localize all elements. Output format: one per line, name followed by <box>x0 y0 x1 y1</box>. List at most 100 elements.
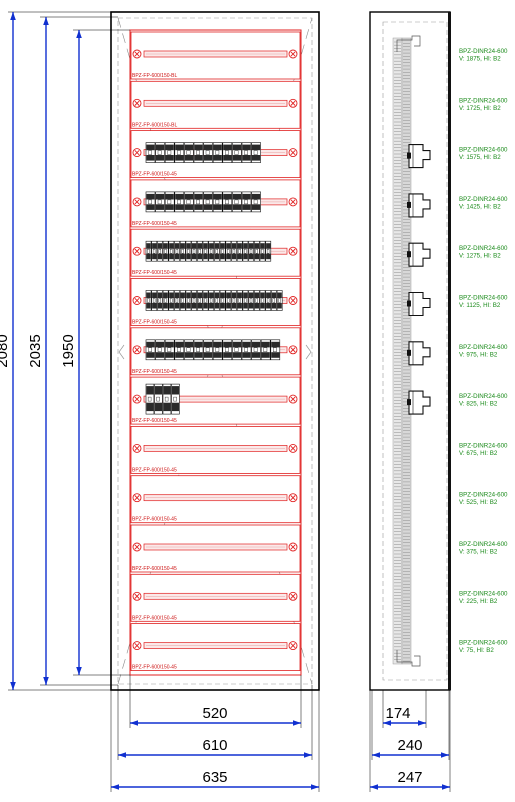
dimension-lines: 2080 2035 1950 520 610 635 174 240 247 <box>0 11 451 792</box>
breaker-module <box>241 191 252 213</box>
breaker-module <box>197 240 203 262</box>
front-panel: BPZ-FP-600/150-BL <box>130 80 301 129</box>
breaker-module <box>157 290 163 311</box>
breaker-module <box>271 290 277 311</box>
breaker-module <box>162 240 169 262</box>
breaker-module <box>184 142 194 163</box>
panel-label: BPZ-FP-600/150-45 <box>132 270 177 276</box>
breaker-module <box>208 290 215 311</box>
screw-icon <box>288 542 298 552</box>
breaker-module <box>232 191 242 213</box>
breaker-module <box>185 290 192 311</box>
breaker-module <box>151 240 158 262</box>
panel-label: BPZ-FP-600/150-BL <box>132 122 178 128</box>
breaker-module <box>168 290 175 311</box>
front-panel: BPZ-FP-600/150-45 <box>130 327 301 376</box>
panel-label: BPZ-FP-600/150-45 <box>132 665 177 671</box>
breaker-module <box>162 383 172 415</box>
door-swing-diagonal <box>117 17 313 685</box>
screw-icon <box>288 148 298 158</box>
front-panel: BPZ-FP-600/150-45 <box>130 130 301 179</box>
breaker-module <box>184 191 194 213</box>
screw-icon <box>132 246 142 256</box>
screw-icon <box>132 296 142 305</box>
hinge-mark-left <box>118 344 125 360</box>
breaker-module <box>155 142 165 163</box>
screw-icon <box>132 49 142 59</box>
panel-label: BPZ-FP-600/150-BL <box>132 73 178 79</box>
front-panel: BPZ-FP-600/150-45 <box>130 573 301 622</box>
breaker-module <box>154 383 163 415</box>
breaker-module <box>212 142 223 163</box>
screw-icon <box>132 493 142 503</box>
breaker-module <box>179 240 186 262</box>
breaker-module <box>145 339 156 361</box>
front-view: BPZ-FP-600/150-BL BPZ-FP-600/150-BL BPZ-FP… <box>110 11 320 691</box>
breaker-module <box>174 191 185 213</box>
rail-name-label: BPZ-DINR24-600 <box>459 48 508 55</box>
panel-label: BPZ-FP-600/150-45 <box>132 566 177 572</box>
breaker-module <box>145 240 152 262</box>
rail-position-label: V: 225, HI: B2 <box>459 598 498 605</box>
breaker-module <box>265 290 272 311</box>
mounting-area <box>129 29 302 676</box>
dim-text-2080: 2080 <box>0 334 11 367</box>
breaker-module <box>254 240 260 262</box>
breaker-module <box>212 191 223 213</box>
breaker-module <box>193 339 204 361</box>
breaker-module <box>259 290 266 311</box>
breaker-module <box>242 240 249 262</box>
panel-label: BPZ-FP-600/150-45 <box>132 221 177 227</box>
rail-name-label: BPZ-DINR24-600 <box>459 245 508 252</box>
rail-name-label: BPZ-DINR24-600 <box>459 196 508 203</box>
door-swing-diagonal-2 <box>117 17 313 685</box>
rail-name-label: BPZ-DINR24-600 <box>459 442 508 449</box>
breaker-module <box>248 240 255 262</box>
screw-icon <box>288 49 298 59</box>
rail-name-label: BPZ-DINR24-600 <box>459 344 508 351</box>
rail-bracket-top <box>396 35 421 52</box>
cabinet-inner-frame <box>117 17 313 685</box>
rail-name-label: BPZ-DINR24-600 <box>459 492 508 499</box>
screw-icon <box>288 246 298 256</box>
breaker-module <box>219 240 226 262</box>
breaker-module <box>265 240 272 262</box>
screw-icon <box>132 641 142 651</box>
breaker-module <box>254 290 260 311</box>
panel-label: BPZ-FP-600/150-45 <box>132 418 177 424</box>
breaker-module <box>251 339 261 361</box>
rail-position-label: V: 1725, HI: B2 <box>459 105 501 112</box>
breaker-module <box>236 240 243 262</box>
dim-text-2035: 2035 <box>27 334 44 367</box>
breaker-module <box>225 240 232 262</box>
breaker-module <box>191 290 198 311</box>
rail-position-label: V: 1275, HI: B2 <box>459 253 501 260</box>
rail-name-label: BPZ-DINR24-600 <box>459 97 508 104</box>
breaker-module <box>276 290 283 311</box>
breaker-module <box>174 142 185 163</box>
breaker-module <box>151 290 158 311</box>
front-panel: BPZ-FP-600/150-45 <box>130 425 301 474</box>
front-panels: BPZ-FP-600/150-BL BPZ-FP-600/150-BL BPZ-FP… <box>130 31 301 671</box>
breaker-module <box>251 142 261 163</box>
breaker-module <box>232 339 242 361</box>
breaker-module <box>222 142 233 163</box>
rail-position-label: V: 1125, HI: B2 <box>459 302 501 309</box>
breaker-module <box>174 290 180 311</box>
front-panel: BPZ-FP-600/150-45 <box>130 623 301 671</box>
side-mounting-rails <box>392 35 421 667</box>
rail-position-label: V: 825, HI: B2 <box>459 401 498 408</box>
breaker-module <box>155 191 165 213</box>
breaker-module <box>193 191 204 213</box>
breaker-module <box>162 290 169 311</box>
breaker-side-icon <box>407 341 431 366</box>
front-panel: BPZ-FP-600/150-45 <box>130 524 301 573</box>
breaker-module <box>214 240 220 262</box>
breaker-module <box>202 290 209 311</box>
dim-text-1950: 1950 <box>60 334 77 367</box>
breaker-module <box>232 142 242 163</box>
dim-text-240: 240 <box>397 737 422 754</box>
breaker-module <box>259 240 266 262</box>
breaker-module <box>164 142 175 163</box>
